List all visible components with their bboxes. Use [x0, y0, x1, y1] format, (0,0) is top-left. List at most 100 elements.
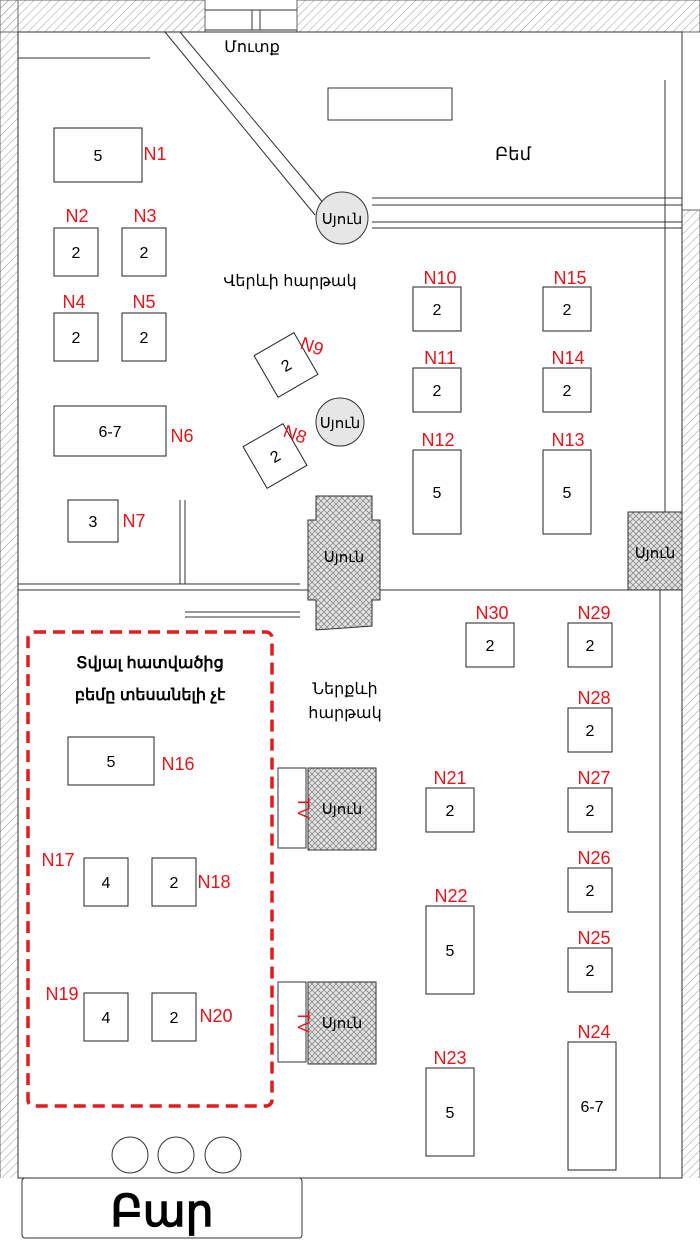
table-seats-label: 2	[433, 302, 442, 319]
pillars	[307, 191, 683, 1065]
table-seats-label: 2	[586, 803, 595, 820]
table-seats-label: 4	[102, 875, 111, 892]
table-shape[interactable]	[83, 992, 129, 1042]
entrance-label: Մուտք	[224, 39, 280, 56]
table-seats-label: 2	[72, 245, 81, 262]
table-shape[interactable]	[542, 449, 592, 535]
table-shape[interactable]	[567, 867, 613, 913]
table-n4[interactable]: 2	[53, 312, 99, 362]
table-shape[interactable]	[542, 286, 592, 332]
table-shape[interactable]	[151, 857, 197, 907]
tv-label-1: TV	[294, 797, 313, 819]
table-n23[interactable]: 5	[425, 1067, 475, 1157]
table-seats-label: 6-7	[98, 424, 121, 441]
table-shape[interactable]	[567, 707, 613, 753]
table-shape[interactable]	[567, 787, 613, 833]
table-n11[interactable]: 2	[412, 367, 462, 413]
table-n9[interactable]: 2	[253, 332, 319, 398]
table-seats-label: 2	[140, 245, 149, 262]
table-n7[interactable]: 3	[67, 499, 119, 543]
table-n1[interactable]: 5	[53, 127, 143, 183]
table-shape[interactable]	[53, 127, 143, 183]
no-stage-view-zone	[26, 630, 274, 1108]
table-n26[interactable]: 2	[567, 867, 613, 913]
area-labels: Մուտք Բեմ Վերևի հարթակ Ներքևի հարթակ Սյո…	[75, 39, 675, 1236]
table-shape[interactable]	[53, 405, 167, 457]
lower-hall-label-line1: Ներքևի	[312, 681, 377, 698]
table-n30[interactable]: 2	[465, 622, 515, 668]
table-shape[interactable]	[412, 449, 462, 535]
stool	[157, 1136, 195, 1174]
table-n6[interactable]: 6-7	[53, 405, 167, 457]
table-number-label: N10	[423, 268, 456, 288]
table-shape[interactable]	[53, 312, 99, 362]
table-n17[interactable]: 4	[83, 857, 129, 907]
table-shape[interactable]	[412, 286, 462, 332]
table-number-label: N21	[433, 768, 466, 788]
entrance-door[interactable]	[205, 9, 297, 31]
table-number-label: N25	[577, 928, 610, 948]
table-shape[interactable]	[567, 1041, 617, 1171]
table-n18[interactable]: 2	[151, 857, 197, 907]
table-n14[interactable]: 2	[542, 367, 592, 413]
table-n27[interactable]: 2	[567, 787, 613, 833]
table-seats-label: 2	[170, 1010, 179, 1027]
table-shape[interactable]	[542, 367, 592, 413]
table-shape[interactable]	[425, 787, 475, 833]
note-line-1: Տվյալ հատվածից	[76, 655, 223, 672]
table-n25[interactable]: 2	[567, 947, 613, 993]
table-shape[interactable]	[53, 227, 99, 277]
table-n20[interactable]: 2	[151, 992, 197, 1042]
table-shape[interactable]	[465, 622, 515, 668]
table-n29[interactable]: 2	[567, 622, 613, 668]
table-n22[interactable]: 5	[425, 905, 475, 995]
table-shape[interactable]	[121, 227, 167, 277]
table-seats-label: 5	[107, 754, 116, 771]
table-number-label: N15	[553, 268, 586, 288]
table-number-label: N6	[170, 426, 193, 446]
table-n28[interactable]: 2	[567, 707, 613, 753]
table-n16[interactable]: 5	[67, 736, 155, 786]
table-seats-label: 2	[170, 875, 179, 892]
table-shape[interactable]	[121, 312, 167, 362]
table-shape[interactable]	[67, 736, 155, 786]
table-n19[interactable]: 4	[83, 992, 129, 1042]
table-shape[interactable]	[567, 947, 613, 993]
table-n12[interactable]: 5	[412, 449, 462, 535]
table-n24[interactable]: 6-7	[567, 1041, 617, 1171]
table-shape[interactable]	[253, 332, 319, 398]
table-n13[interactable]: 5	[542, 449, 592, 535]
table-shape[interactable]	[83, 857, 129, 907]
table-n5[interactable]: 2	[121, 312, 167, 362]
table-shape[interactable]	[67, 499, 119, 543]
pillar-octagon	[307, 495, 381, 631]
table-seats-label: 2	[563, 302, 572, 319]
table-seats-label: 5	[446, 943, 455, 960]
table-shape[interactable]	[151, 992, 197, 1042]
table-n21[interactable]: 2	[425, 787, 475, 833]
table-number-label: N13	[551, 430, 584, 450]
table-n15[interactable]: 2	[542, 286, 592, 332]
table-shape[interactable]	[242, 423, 308, 489]
table-number-label: N7	[122, 511, 145, 531]
bar-area	[21, 1136, 303, 1239]
table-seats-label: 4	[102, 1010, 111, 1027]
table-number-label: N14	[551, 348, 584, 368]
table-shape[interactable]	[412, 367, 462, 413]
pillar-label-lower2: Սյուն	[322, 1015, 363, 1032]
table-shape[interactable]	[567, 622, 613, 668]
pillar-lower-2	[307, 981, 377, 1065]
table-seats-label: 5	[446, 1105, 455, 1122]
table-number-label: N2	[65, 206, 88, 226]
bar-counter	[21, 1177, 303, 1239]
table-n3[interactable]: 2	[121, 227, 167, 277]
table-n2[interactable]: 2	[53, 227, 99, 277]
stool	[204, 1136, 242, 1174]
table-shape[interactable]	[425, 905, 475, 995]
table-seats-label: 2	[140, 330, 149, 347]
table-n8[interactable]: 2	[242, 423, 308, 489]
table-seats-label: 2	[563, 383, 572, 400]
table-n10[interactable]: 2	[412, 286, 462, 332]
table-shape[interactable]	[425, 1067, 475, 1157]
